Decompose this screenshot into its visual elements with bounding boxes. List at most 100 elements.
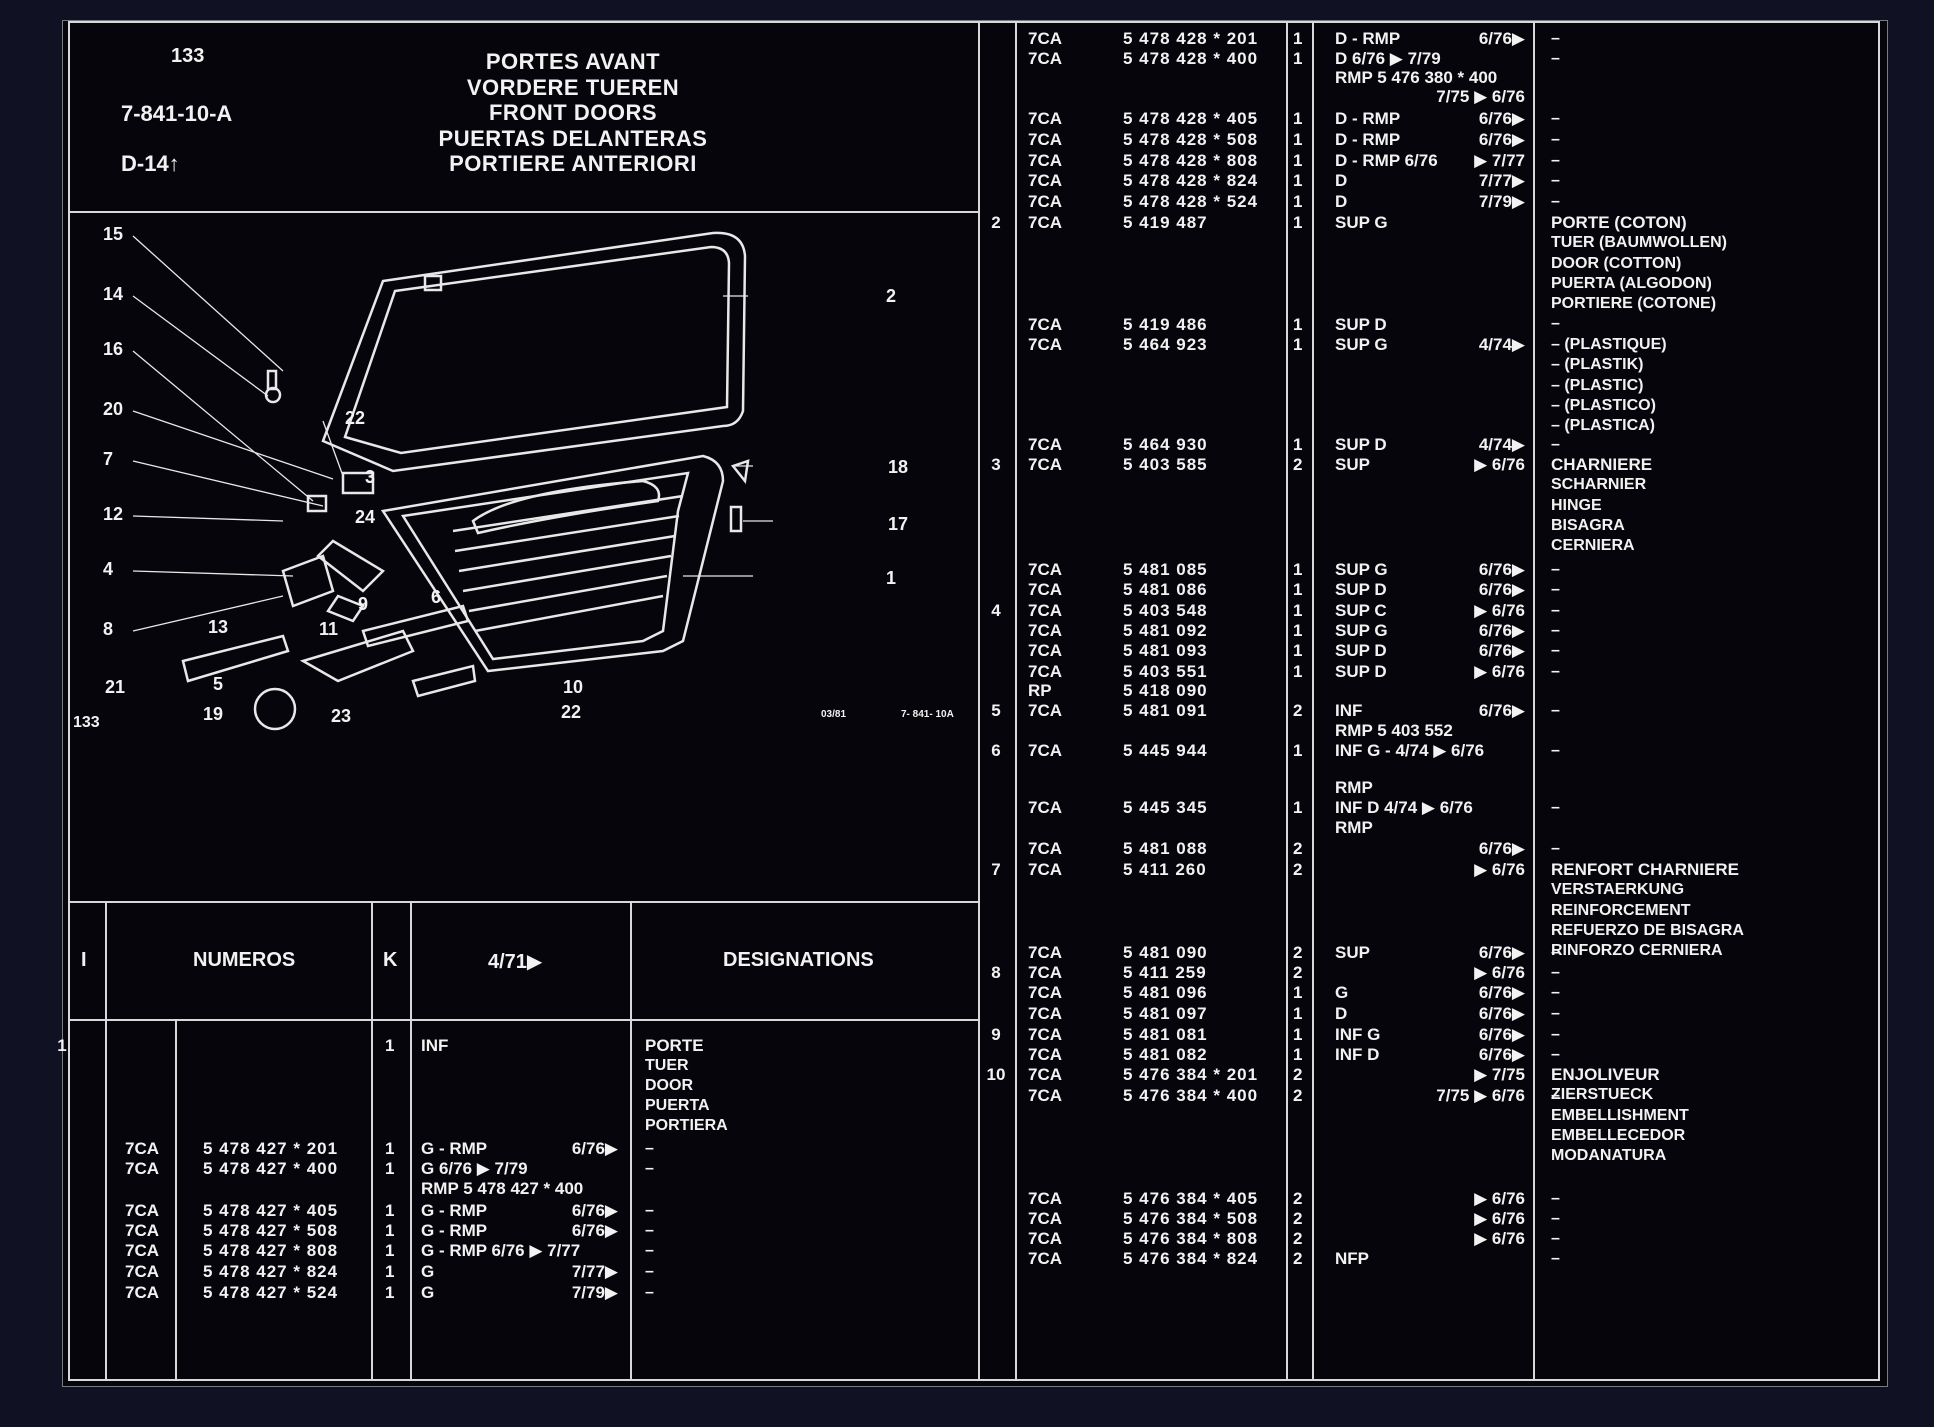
designation-line: BISAGRA: [1551, 516, 1625, 534]
part-code: 7CA: [1028, 662, 1063, 681]
part-date: ▶ 6/76: [1474, 1229, 1525, 1248]
rcol-sep-4: [1533, 21, 1535, 1381]
designation-line: –: [1551, 1230, 1560, 1247]
designation-line: PUERTA: [645, 1097, 710, 1114]
part-quantity: 1: [1293, 741, 1303, 760]
part-quantity: 1: [1293, 1004, 1303, 1023]
part-date: 6/76▶: [1478, 701, 1525, 720]
designation-line: REINFORCEMENT: [1551, 901, 1691, 919]
part-date: 6/76▶: [1478, 580, 1525, 599]
part-number: 5 478 427 * 808: [203, 1241, 339, 1260]
part-code: 7CA: [125, 1221, 160, 1240]
part-number: 5 481 097: [1123, 1004, 1208, 1023]
part-date: 7/77▶: [571, 1262, 618, 1281]
designation-line: –: [645, 1160, 654, 1177]
part-designation: –: [645, 1283, 654, 1303]
part-designation: –: [1551, 49, 1560, 69]
part-quantity: 1: [385, 1283, 395, 1302]
part-quantity: 1: [1293, 151, 1303, 170]
part-quantity: 1: [1293, 29, 1303, 48]
part-variant: SUP D: [1335, 641, 1387, 660]
callout-19: 19: [203, 704, 224, 724]
part-code: 7CA: [125, 1283, 160, 1302]
part-quantity: 2: [1293, 1189, 1303, 1208]
part-variant: SUP D: [1335, 580, 1387, 599]
part-quantity: 2: [1293, 1249, 1303, 1268]
part-quantity: 1: [1293, 109, 1303, 128]
part-code: 7CA: [1028, 741, 1063, 760]
callout-15: 15: [103, 224, 124, 244]
part-code: 7CA: [1028, 1065, 1063, 1084]
part-designation: –: [1551, 29, 1560, 49]
designation-line: –: [1551, 1190, 1560, 1207]
part-code: 7CA: [1028, 580, 1063, 599]
designation-line: –: [1551, 1250, 1560, 1267]
diagram-date-stamp: 03/81: [821, 709, 847, 720]
row-index: 10: [986, 1065, 1006, 1084]
designation-line: –: [1551, 1026, 1560, 1043]
part-date: ▶ 6/76: [1474, 1189, 1525, 1208]
part-code: 7CA: [1028, 315, 1063, 334]
part-number: 5 481 086: [1123, 580, 1208, 599]
designation-line: VERSTAERKUNG: [1551, 881, 1685, 899]
part-variant: G - RMP: [421, 1221, 488, 1240]
diagram-code-stamp: 7- 841- 10A: [901, 709, 954, 720]
designation-line: –: [1551, 436, 1560, 453]
part-designation: –: [1551, 109, 1560, 129]
part-quantity: 1: [1293, 662, 1303, 681]
part-variant: INF D 4/74 ▶ 6/76: [1335, 798, 1473, 817]
part-date: 6/76▶: [1478, 109, 1525, 128]
part-designation: –: [1551, 580, 1560, 600]
part-designation: –: [645, 1262, 654, 1282]
designation-line: – (PLASTICO): [1551, 396, 1656, 414]
part-variant: SUP D: [1335, 315, 1387, 334]
designation-line: DOOR: [645, 1077, 693, 1094]
designation-line: –: [1551, 840, 1560, 857]
part-date: ▶ 6/76: [1474, 1209, 1525, 1228]
part-date: ▶ 6/76: [1474, 963, 1525, 982]
part-code: 7CA: [1028, 943, 1063, 962]
part-designation: –: [1551, 701, 1560, 721]
designation-line: PORTE: [645, 1036, 704, 1055]
part-number: 5 478 428 * 508: [1123, 130, 1259, 149]
part-variant: G - RMP: [421, 1201, 488, 1220]
part-variant: D - RMP 6/76: [1335, 151, 1438, 170]
part-designation: –: [1551, 621, 1560, 641]
part-quantity: 1: [1293, 560, 1303, 579]
part-date: 6/76▶: [1478, 839, 1525, 858]
part-number: 5 476 384 * 405: [1123, 1189, 1259, 1208]
page-titles: PORTES AVANT VORDERE TUEREN FRONT DOORS …: [363, 49, 783, 177]
designation-line: –: [645, 1222, 654, 1239]
callout-12: 12: [103, 504, 124, 524]
part-code: 7CA: [1028, 839, 1063, 858]
part-number: 5 478 427 * 508: [203, 1221, 339, 1240]
part-code: 7CA: [1028, 983, 1063, 1002]
part-code: 7CA: [1028, 130, 1063, 149]
part-row: 7/75 ▶ 6/76: [63, 87, 1883, 107]
part-variant: RMP 5 478 427 * 400: [421, 1179, 584, 1198]
part-number: 5 411 259: [1123, 963, 1207, 982]
page-number: 133: [171, 45, 205, 67]
part-code: 7CA: [1028, 860, 1063, 879]
part-code: 7CA: [1028, 151, 1063, 170]
title-es: PUERTAS DELANTERAS: [438, 125, 708, 151]
part-quantity: 1: [1293, 435, 1303, 454]
reference-code: 7-841-10-A: [121, 101, 233, 126]
part-date: 6/76▶: [571, 1201, 618, 1220]
part-row: RMP 5 476 380 * 400: [63, 68, 1883, 88]
part-quantity: 2: [1293, 839, 1303, 858]
